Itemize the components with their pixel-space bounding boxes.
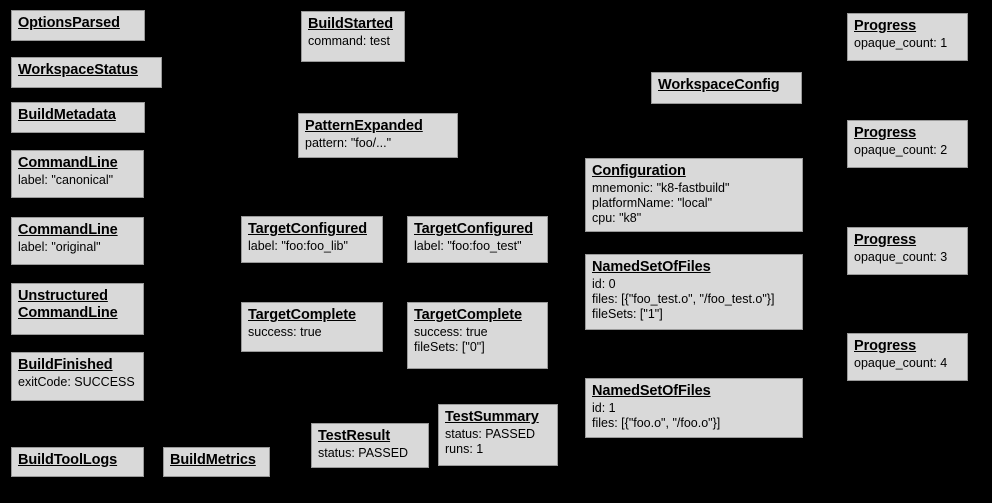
node-fields: mnemonic: "k8-fastbuild"platformName: "l… — [592, 181, 796, 226]
node-fields: label: "foo:foo_lib" — [248, 239, 376, 254]
node-workspace-status[interactable]: WorkspaceStatus — [11, 57, 162, 88]
node-field: id: 1 — [592, 401, 616, 415]
node-field: fileSets: ["0"] — [414, 340, 485, 354]
node-title: TargetConfigured — [248, 221, 367, 237]
node-progress-4[interactable]: Progress opaque_count: 4 — [847, 333, 968, 381]
node-fields: command: test — [308, 34, 398, 49]
node-title: TestResult — [318, 428, 391, 444]
node-field: exitCode: SUCCESS — [18, 375, 135, 389]
node-title: Progress — [854, 338, 917, 354]
node-fields: success: true — [248, 325, 376, 340]
node-title: BuildToolLogs — [18, 452, 118, 468]
node-title: OptionsParsed — [18, 15, 120, 31]
node-field: label: "foo:foo_lib" — [248, 239, 348, 253]
node-title: CommandLine — [18, 155, 118, 171]
node-field: pattern: "foo/..." — [305, 136, 392, 150]
node-field: label: "canonical" — [18, 173, 114, 187]
node-fields: opaque_count: 4 — [854, 356, 961, 371]
node-field: files: [{"foo_test.o", "/foo_test.o"}] — [592, 292, 775, 306]
node-field: opaque_count: 2 — [854, 143, 948, 157]
node-field: fileSets: ["1"] — [592, 307, 663, 321]
node-title: TargetConfigured — [414, 221, 533, 237]
node-title: WorkspaceStatus — [18, 62, 138, 78]
node-command-line-original[interactable]: CommandLine label: "original" — [11, 217, 144, 265]
node-build-metadata[interactable]: BuildMetadata — [11, 102, 145, 133]
node-field: opaque_count: 3 — [854, 250, 948, 264]
node-title: WorkspaceConfig — [658, 77, 780, 93]
node-test-result[interactable]: TestResult status: PASSED — [311, 423, 429, 468]
node-field: files: [{"foo.o", "/foo.o"}] — [592, 416, 721, 430]
node-title: Configuration — [592, 163, 686, 179]
node-title: Unstructured CommandLine — [18, 288, 118, 321]
node-build-tool-logs[interactable]: BuildToolLogs — [11, 447, 144, 477]
node-field: opaque_count: 1 — [854, 36, 948, 50]
node-field: opaque_count: 4 — [854, 356, 948, 370]
node-field: success: true — [248, 325, 322, 339]
node-field: status: PASSED — [445, 427, 536, 441]
node-field: command: test — [308, 34, 390, 48]
node-title: BuildMetadata — [18, 107, 116, 123]
node-target-complete-foo-lib[interactable]: TargetComplete success: true — [241, 302, 383, 352]
node-title: BuildFinished — [18, 357, 113, 373]
node-title: BuildStarted — [308, 16, 394, 32]
node-pattern-expanded[interactable]: PatternExpanded pattern: "foo/..." — [298, 113, 458, 158]
node-field: cpu: "k8" — [592, 211, 642, 225]
node-fields: pattern: "foo/..." — [305, 136, 451, 151]
node-target-configured-foo-lib[interactable]: TargetConfigured label: "foo:foo_lib" — [241, 216, 383, 263]
node-title: TestSummary — [445, 409, 539, 425]
node-field: id: 0 — [592, 277, 616, 291]
node-fields: exitCode: SUCCESS — [18, 375, 137, 390]
node-field: mnemonic: "k8-fastbuild" — [592, 181, 730, 195]
node-build-started[interactable]: BuildStarted command: test — [301, 11, 405, 62]
node-progress-3[interactable]: Progress opaque_count: 3 — [847, 227, 968, 275]
node-title: NamedSetOfFiles — [592, 383, 711, 399]
node-progress-1[interactable]: Progress opaque_count: 1 — [847, 13, 968, 61]
node-field: label: "original" — [18, 240, 101, 254]
node-options-parsed[interactable]: OptionsParsed — [11, 10, 145, 41]
node-field: success: true — [414, 325, 488, 339]
node-fields: opaque_count: 1 — [854, 36, 961, 51]
node-title: CommandLine — [18, 222, 118, 238]
node-title: NamedSetOfFiles — [592, 259, 711, 275]
node-field: platformName: "local" — [592, 196, 713, 210]
node-fields: label: "original" — [18, 240, 137, 255]
node-title: Progress — [854, 18, 917, 34]
node-title: BuildMetrics — [170, 452, 256, 468]
node-build-metrics[interactable]: BuildMetrics — [163, 447, 270, 477]
node-build-finished[interactable]: BuildFinished exitCode: SUCCESS — [11, 352, 144, 401]
node-field: status: PASSED — [318, 446, 409, 460]
node-command-line-canonical[interactable]: CommandLine label: "canonical" — [11, 150, 144, 198]
node-configuration[interactable]: Configuration mnemonic: "k8-fastbuild"pla… — [585, 158, 803, 232]
node-unstructured-command-line[interactable]: Unstructured CommandLine — [11, 283, 144, 335]
node-field: label: "foo:foo_test" — [414, 239, 522, 253]
node-fields: status: PASSED — [318, 446, 422, 461]
node-fields: label: "canonical" — [18, 173, 137, 188]
node-title: TargetComplete — [414, 307, 522, 323]
node-fields: opaque_count: 3 — [854, 250, 961, 265]
node-workspace-config[interactable]: WorkspaceConfig — [651, 72, 802, 104]
node-title: Progress — [854, 232, 917, 248]
node-fields: label: "foo:foo_test" — [414, 239, 541, 254]
node-target-configured-foo-test[interactable]: TargetConfigured label: "foo:foo_test" — [407, 216, 548, 263]
node-title: TargetComplete — [248, 307, 356, 323]
node-progress-2[interactable]: Progress opaque_count: 2 — [847, 120, 968, 168]
node-field: runs: 1 — [445, 442, 484, 456]
node-title: PatternExpanded — [305, 118, 423, 134]
node-fields: opaque_count: 2 — [854, 143, 961, 158]
node-title: Progress — [854, 125, 917, 141]
